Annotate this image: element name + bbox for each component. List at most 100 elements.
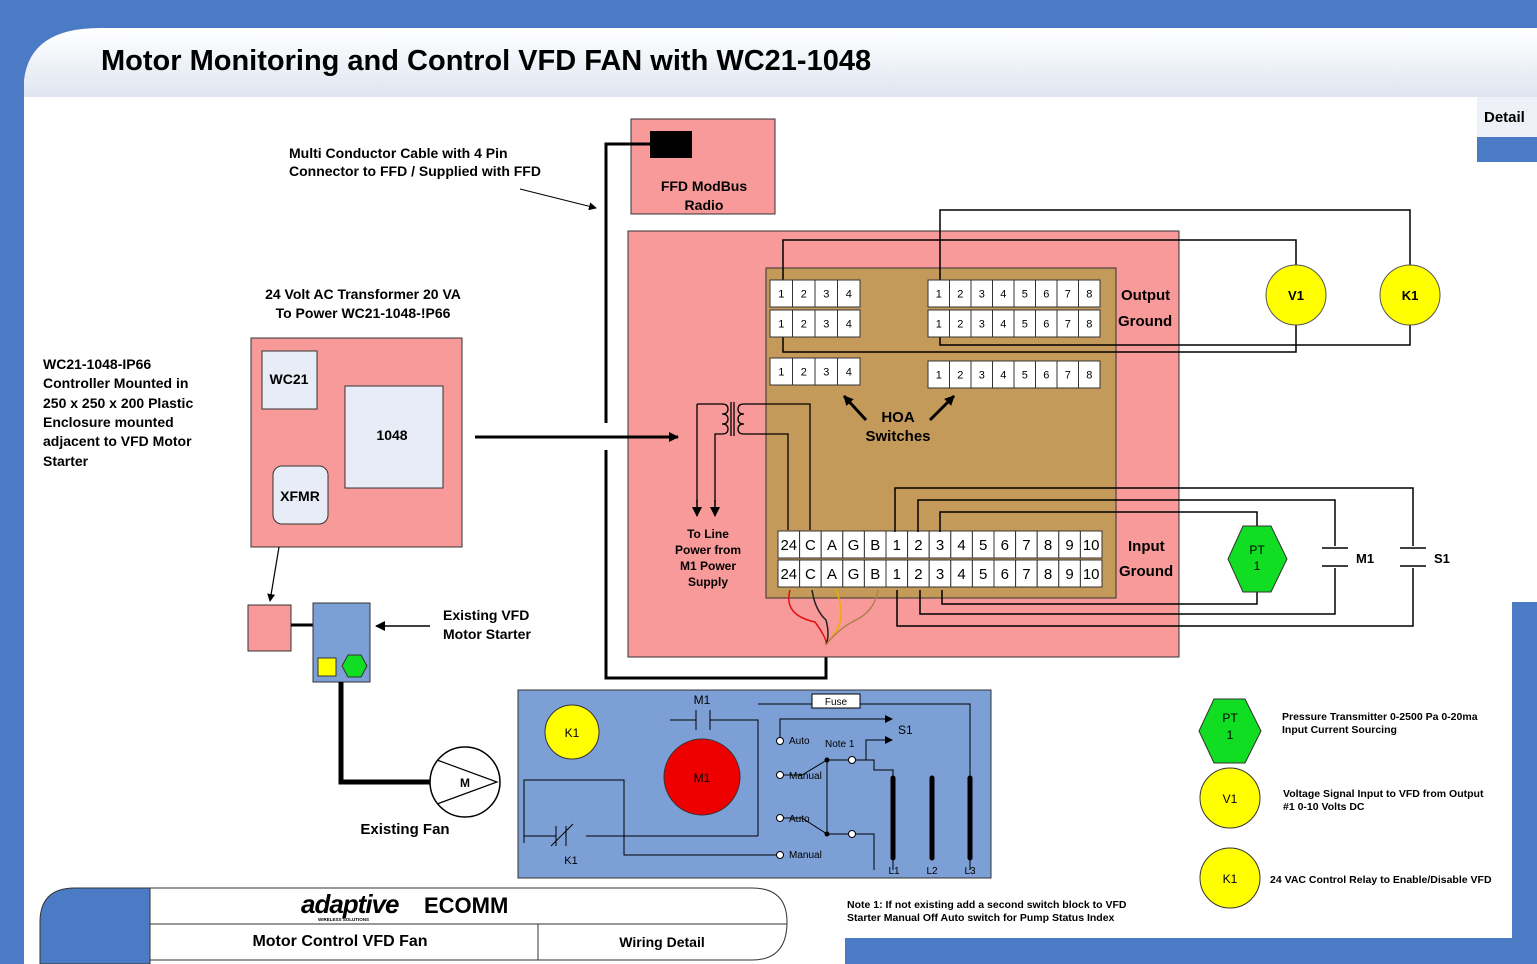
pt1-label-2: 1 [1254, 559, 1261, 573]
terminal-number: 2 [914, 537, 922, 554]
terminal-number: 24 [780, 537, 797, 554]
terminal-number: A [827, 566, 837, 583]
terminal-number: 2 [957, 288, 963, 300]
legend-v1-symbol [1199, 767, 1261, 829]
terminal-number: 9 [1065, 537, 1073, 554]
terminal-number: 5 [979, 566, 987, 583]
terminal-number: 1 [778, 366, 784, 378]
legend-pt1-label-2: 1 [1227, 728, 1234, 742]
terminal-number: 9 [1065, 566, 1073, 583]
line-power-label: To Line Power from M1 Power Supply [675, 527, 741, 589]
radio-connector [650, 131, 692, 158]
terminal-number: 5 [1022, 318, 1028, 330]
page-title: Motor Monitoring and Control VFD FAN wit… [101, 45, 871, 77]
interface-relay-box [247, 604, 292, 652]
logo-ecomm: ECOMM [424, 893, 508, 918]
terminal-number: 4 [846, 288, 852, 300]
terminal-number: 3 [823, 318, 829, 330]
svg-text:To Line: To Line [687, 527, 729, 541]
existing-fan-label: Existing Fan [360, 821, 449, 838]
terminal-number: G [848, 537, 860, 554]
footer-note-2: Starter Manual Off Auto switch for Pump … [847, 912, 1115, 924]
terminal-number: 2 [914, 566, 922, 583]
xfmr-module [272, 465, 329, 525]
manual-label-1: Manual [789, 771, 822, 782]
hoa-label-2: Switches [865, 428, 930, 445]
ladder-k1-label: K1 [565, 726, 580, 740]
terminal-number: 6 [1001, 566, 1009, 583]
terminal-number: 1 [936, 369, 942, 381]
legend-pt1-desc-1: Pressure Transmitter 0-2500 Pa 0-20ma [1282, 711, 1478, 723]
controller-description: WC21-1048-IP66 Controller Mounted in 250… [43, 356, 193, 469]
terminal-number: 4 [1000, 318, 1006, 330]
terminal-number: 6 [1043, 318, 1049, 330]
logo-adaptive: adaptive [301, 889, 399, 919]
svg-text:Power from: Power from [675, 543, 741, 557]
m1-coil [663, 738, 741, 816]
terminal-number: 3 [979, 318, 985, 330]
output-wiring [782, 209, 1411, 353]
logo-wireless: WIRELESS SOLUTIONS [318, 917, 369, 922]
terminal-number: 6 [1001, 537, 1009, 554]
legend-pt1-symbol [1198, 698, 1262, 764]
svg-text:Starter: Starter [43, 453, 89, 469]
legend-v1-desc-1: Voltage Signal Input to VFD from Output [1283, 788, 1484, 800]
input-label: Input [1128, 538, 1165, 555]
cable-note-line-1: Multi Conductor Cable with 4 Pin [289, 145, 508, 161]
terminal-cell [837, 357, 861, 386]
terminal-number: 4 [1000, 288, 1006, 300]
terminal-number: G [848, 566, 860, 583]
terminal-cell [1078, 309, 1101, 338]
terminal-number: 7 [1022, 537, 1030, 554]
fuse-label: Fuse [825, 697, 848, 708]
terminal-number: 1 [893, 566, 901, 583]
terminal-number: C [805, 566, 816, 583]
ground-label-bottom: Ground [1119, 563, 1173, 580]
terminal-number: 4 [846, 366, 852, 378]
terminal-number: 6 [1043, 288, 1049, 300]
radio-label-1: FFD ModBus [661, 178, 748, 194]
terminal-number: 8 [1044, 537, 1052, 554]
starter-green-indicator [341, 654, 368, 678]
m1-label: M1 [1356, 551, 1374, 566]
terminal-number: 7 [1065, 288, 1071, 300]
terminal-number: B [870, 566, 880, 583]
terminal-number: C [805, 537, 816, 554]
m1-contact-symbol [1322, 547, 1348, 567]
pt1-label-1: PT [1249, 543, 1265, 557]
terminal-number: 2 [957, 369, 963, 381]
switch-common-1 [848, 756, 856, 764]
hoa-label-1: HOA [881, 409, 915, 426]
terminal-number: 4 [846, 318, 852, 330]
terminal-cell [837, 279, 861, 308]
svg-text:Controller Mounted in: Controller Mounted in [43, 375, 188, 391]
terminal-cell [1079, 559, 1103, 588]
l3-label: L3 [964, 866, 976, 877]
xfmr-label: XFMR [280, 488, 320, 504]
hoa-arrow-right [928, 394, 956, 422]
manual-terminal-1 [776, 771, 784, 779]
auto-label-2: Auto [789, 814, 810, 825]
starter-to-fan-cable [338, 682, 433, 785]
terminal-number: 24 [780, 566, 797, 583]
transformer-symbol [696, 402, 811, 530]
auto-terminal-2 [776, 814, 784, 822]
k1-label: K1 [1402, 288, 1419, 303]
terminal-number: 4 [957, 537, 965, 554]
legend-pt1-desc-2: Input Current Sourcing [1282, 724, 1397, 736]
legend-pt1-label-1: PT [1222, 711, 1238, 725]
svg-text:M1 Power: M1 Power [680, 559, 736, 573]
terminal-number: 5 [1022, 369, 1028, 381]
terminal-number: 7 [1022, 566, 1030, 583]
terminal-number: 6 [1043, 369, 1049, 381]
fuse [811, 693, 861, 709]
pt1-indicator [1227, 525, 1288, 593]
terminal-cell [1078, 360, 1101, 389]
existing-vfd-label-1: Existing VFD [443, 607, 529, 623]
